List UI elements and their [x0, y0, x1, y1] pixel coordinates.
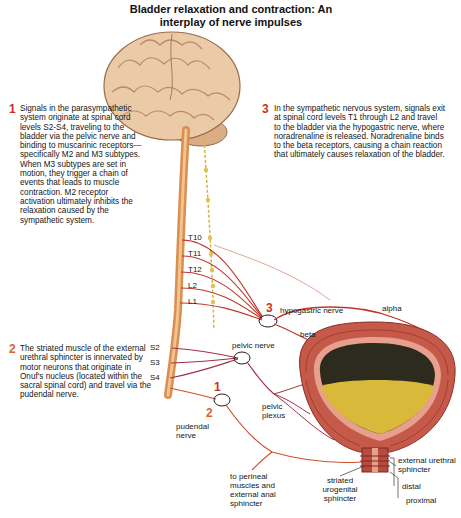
bladder-wall	[300, 322, 456, 452]
pelvic-nerve	[170, 359, 238, 378]
ganglion	[211, 300, 215, 304]
pudendal-nerve	[170, 388, 216, 399]
spinal-level: S2	[150, 343, 160, 352]
ganglion	[210, 268, 214, 272]
pelvic-plexus	[274, 384, 305, 394]
nerve-label: pelvic plexus	[262, 402, 294, 420]
brain-fold	[122, 111, 214, 120]
ganglion	[208, 236, 212, 240]
nerve-marker	[259, 315, 277, 327]
sphincter-label: striated urogenital sphincter	[312, 476, 368, 503]
pelvic-nerve	[247, 362, 274, 394]
segment-label: distal	[402, 482, 421, 491]
urethra	[362, 448, 388, 472]
nerve-label: hypogastric nerve	[280, 306, 343, 315]
pudendal-branch	[272, 452, 362, 463]
spinal-level: L1	[188, 297, 197, 306]
bladder-lining	[314, 337, 441, 441]
urethra-lumen	[372, 448, 378, 472]
pelvic-nerve	[172, 348, 238, 358]
brain-fold	[118, 58, 210, 69]
callout-number: 3	[266, 302, 273, 314]
ganglion	[204, 168, 208, 172]
spinal-cord	[168, 130, 186, 395]
sphincter-label: external urethral sphincter	[398, 456, 460, 474]
spinal-level: L2	[188, 281, 197, 290]
callout-number: 1	[214, 381, 221, 393]
nerve-marker	[214, 394, 230, 406]
spinal-level: S4	[150, 373, 160, 382]
nerve-label: pudendal nerve	[176, 422, 216, 440]
segment-label: proximal	[406, 496, 436, 505]
bracket-line	[390, 458, 394, 486]
ganglion	[206, 198, 210, 202]
description-text: In the sympathetic nervous system, signa…	[274, 104, 446, 160]
leader-line	[390, 462, 396, 466]
receptor-label: alpha	[382, 304, 402, 313]
spinal-cord-core	[168, 130, 186, 395]
receptor-label: beta	[300, 330, 316, 339]
spinal-level: T10	[188, 233, 202, 242]
ganglion	[209, 252, 213, 256]
nerve-label: pelvic nerve	[232, 341, 275, 350]
callout-number: 2	[206, 407, 213, 419]
spinal-level: T12	[188, 265, 202, 274]
leader-line	[340, 466, 364, 476]
sphincter-ring	[360, 456, 390, 466]
callout-number: 3	[262, 103, 269, 115]
sympathetic-fiber	[214, 245, 330, 300]
pudendal-branch	[252, 452, 272, 470]
spinal-level: T11	[188, 249, 201, 258]
description-text: Signals in the parasympathetic system or…	[20, 104, 144, 225]
spinal-level: S3	[150, 358, 160, 367]
brain	[104, 32, 240, 140]
target-label: to perineal muscles and external anal sp…	[230, 472, 292, 508]
bracket-line	[390, 472, 398, 498]
diagram-title: Bladder relaxation and contraction: An i…	[118, 3, 344, 29]
description-text: The striated muscle of the external uret…	[20, 344, 156, 400]
callout-number: 1	[9, 103, 16, 115]
callout-number: 2	[9, 343, 16, 355]
sympathetic-nerve	[182, 240, 262, 316]
brain-fold	[170, 34, 172, 100]
ganglion	[211, 284, 215, 288]
urine	[321, 380, 434, 434]
bladder-lumen	[320, 343, 435, 434]
sympathetic-nerve	[181, 288, 262, 319]
sympathetic-nerve	[181, 272, 262, 318]
